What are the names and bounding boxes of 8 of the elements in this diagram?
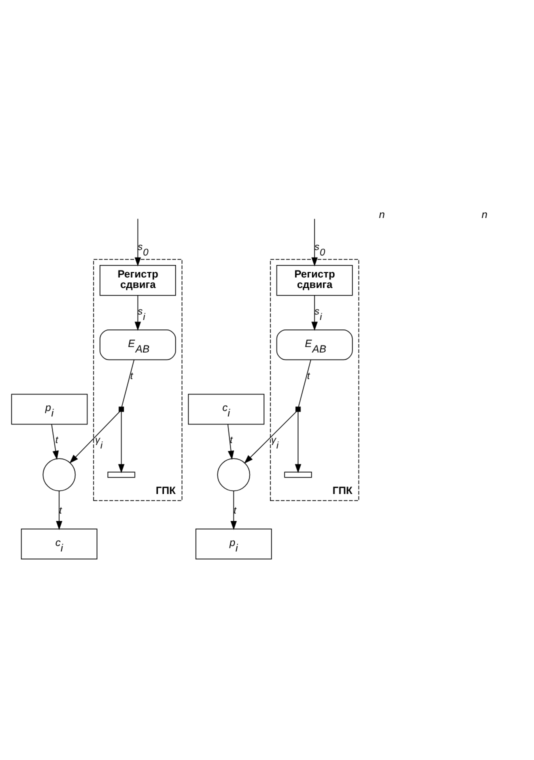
label: n <box>482 210 488 221</box>
label: n <box>378 210 385 221</box>
edge-label: t <box>307 370 310 382</box>
edge-label: t <box>130 370 134 382</box>
edge-label: t <box>230 435 233 446</box>
edge-label: t <box>234 506 236 517</box>
edge-label: t <box>55 435 58 446</box>
edge-label: t <box>59 506 62 517</box>
